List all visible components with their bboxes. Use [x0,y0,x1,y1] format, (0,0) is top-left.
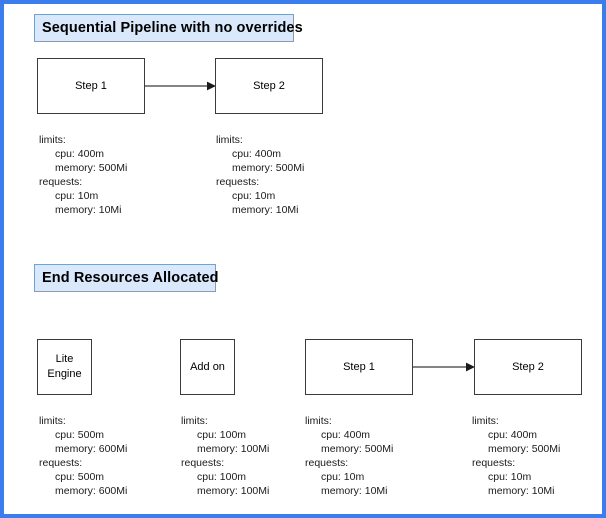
requests-memory: memory: 100Mi [197,484,270,497]
limits-memory: memory: 100Mi [197,442,270,455]
limits-cpu: cpu: 500m [55,428,105,441]
requests-memory: memory: 10Mi [488,484,555,497]
resource-block-step-2: limits: cpu: 400m memory: 500Mi requests… [216,134,304,217]
connector-arrow-step1-step2-allocated [413,362,475,372]
node-label: Step 1 [75,79,107,92]
resource-block-lite-engine: limits: cpu: 500m memory: 600Mi requests… [39,415,127,498]
limits-memory: memory: 500Mi [321,442,394,455]
requests-label: requests: [181,456,225,469]
limits-label: limits: [216,134,243,146]
node-label: Add on [190,360,225,373]
requests-cpu: cpu: 10m [321,470,365,483]
node-lite-engine[interactable]: Lite Engine [37,339,92,395]
resource-block-add-on: limits: cpu: 100m memory: 100Mi requests… [181,415,269,498]
node-step-1[interactable]: Step 1 [37,58,145,114]
resource-block-step-1: limits: cpu: 400m memory: 500Mi requests… [39,134,127,217]
requests-label: requests: [39,456,83,469]
node-label: Step 1 [343,360,375,373]
requests-memory: memory: 10Mi [55,203,122,216]
requests-cpu: cpu: 10m [488,470,532,483]
limits-memory: memory: 500Mi [488,442,561,455]
requests-label: requests: [216,175,260,188]
limits-label: limits: [181,415,208,427]
requests-label: requests: [39,175,83,188]
limits-label: limits: [39,415,66,427]
node-add-on[interactable]: Add on [180,339,235,395]
limits-cpu: cpu: 400m [232,147,282,160]
limits-label: limits: [305,415,332,427]
requests-memory: memory: 600Mi [55,484,128,497]
requests-cpu: cpu: 500m [55,470,105,483]
requests-cpu: cpu: 10m [55,189,99,202]
node-step-2-allocated[interactable]: Step 2 [474,339,582,395]
limits-cpu: cpu: 100m [197,428,247,441]
requests-label: requests: [472,456,516,469]
section-banner-end-resources-allocated: End Resources Allocated [34,264,219,292]
limits-memory: memory: 500Mi [232,161,305,174]
resource-block-step-1-allocated: limits: cpu: 400m memory: 500Mi requests… [305,415,393,498]
requests-cpu: cpu: 100m [197,470,247,483]
limits-cpu: cpu: 400m [321,428,371,441]
node-step-1-allocated[interactable]: Step 1 [305,339,413,395]
requests-memory: memory: 10Mi [321,484,388,497]
limits-label: limits: [39,134,66,146]
node-label: Lite Engine [47,353,82,380]
node-label: Step 2 [253,79,285,92]
requests-label: requests: [305,456,349,469]
node-label: Step 2 [512,360,544,373]
limits-cpu: cpu: 400m [55,147,105,160]
section-banner-sequential-pipeline: Sequential Pipeline with no overrides [34,14,303,42]
node-step-2[interactable]: Step 2 [215,58,323,114]
limits-cpu: cpu: 400m [488,428,538,441]
connector-arrow-step1-step2 [145,81,216,91]
requests-cpu: cpu: 10m [232,189,276,202]
limits-memory: memory: 500Mi [55,161,128,174]
limits-memory: memory: 600Mi [55,442,128,455]
requests-memory: memory: 10Mi [232,203,299,216]
limits-label: limits: [472,415,499,427]
resource-block-step-2-allocated: limits: cpu: 400m memory: 500Mi requests… [472,415,560,498]
